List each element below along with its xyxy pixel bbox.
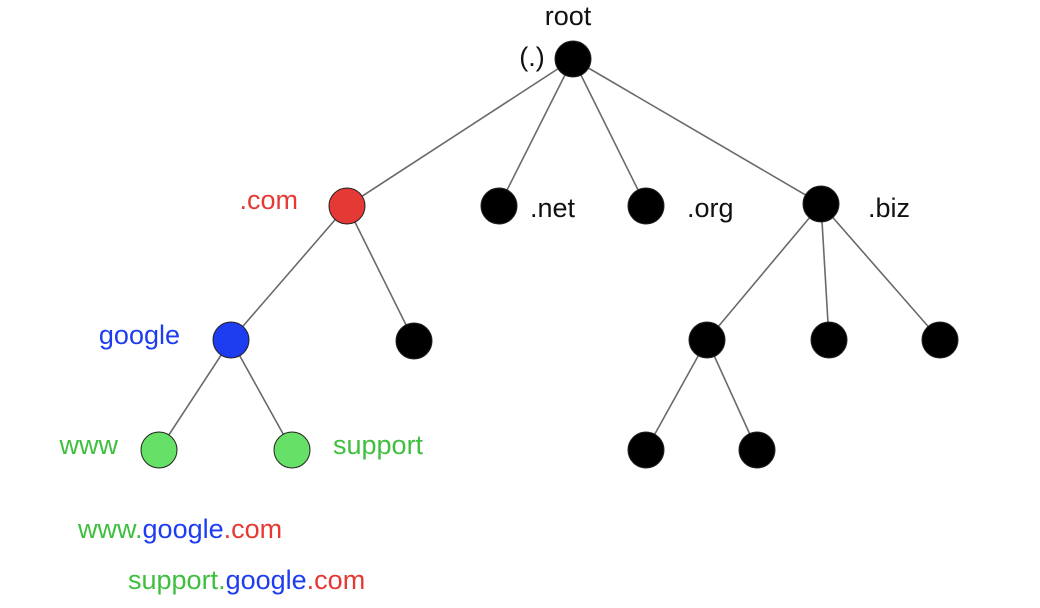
- node-biz-leaf2: [738, 431, 776, 469]
- example-www-google-com: www.google.com: [77, 514, 282, 544]
- label-net: .net: [530, 193, 576, 223]
- example-support-tld: .com: [307, 565, 366, 595]
- node-com: [328, 187, 366, 225]
- edge-biz-child3: [820, 203, 941, 341]
- edge-root-com: [346, 58, 574, 207]
- example-www-dot: .: [135, 514, 143, 544]
- label-google: google: [99, 320, 180, 350]
- node-root: [554, 40, 592, 78]
- node-support: [273, 431, 311, 469]
- example-www-tld: .com: [224, 514, 283, 544]
- node-biz-child1: [688, 321, 726, 359]
- fqdn-examples: www.google.com support.google.com: [77, 514, 365, 595]
- edge-bizchild1-leaf1: [645, 339, 708, 451]
- example-support-dot: .: [218, 565, 226, 595]
- example-support-domain: google: [226, 565, 307, 595]
- node-com-unnamed: [395, 322, 433, 360]
- node-biz-child3: [921, 321, 959, 359]
- node-biz-leaf1: [627, 431, 665, 469]
- tree-nodes: [140, 40, 959, 469]
- node-org: [627, 187, 665, 225]
- edge-com-google: [230, 205, 348, 341]
- example-www-domain: google: [143, 514, 224, 544]
- node-biz-child2: [810, 321, 848, 359]
- label-org: .org: [687, 193, 734, 223]
- label-support: support: [333, 430, 424, 460]
- edge-google-www: [158, 339, 232, 451]
- node-www: [140, 431, 178, 469]
- edge-root-net: [498, 58, 574, 207]
- edge-google-support: [230, 339, 293, 451]
- edge-com-unnamed: [346, 205, 415, 342]
- example-support-google-com: support.google.com: [128, 565, 365, 595]
- node-net: [480, 187, 518, 225]
- label-www: www: [59, 430, 119, 460]
- label-root: root: [545, 1, 592, 31]
- label-root-dot: (.): [519, 42, 544, 72]
- node-google: [212, 321, 250, 359]
- edge-root-org: [572, 58, 647, 207]
- edge-root-biz: [572, 58, 822, 205]
- label-biz: .biz: [868, 193, 910, 223]
- node-biz: [802, 185, 840, 223]
- label-com: .com: [239, 185, 298, 215]
- edge-biz-child1: [706, 203, 822, 341]
- example-support-sub: support: [128, 565, 219, 595]
- tree-edges: [158, 58, 941, 451]
- example-www-sub: www: [77, 514, 137, 544]
- edge-bizchild1-leaf2: [706, 339, 758, 451]
- edge-biz-child2: [820, 203, 830, 341]
- node-labels: root (.) .com .net .org .biz google www …: [59, 1, 911, 460]
